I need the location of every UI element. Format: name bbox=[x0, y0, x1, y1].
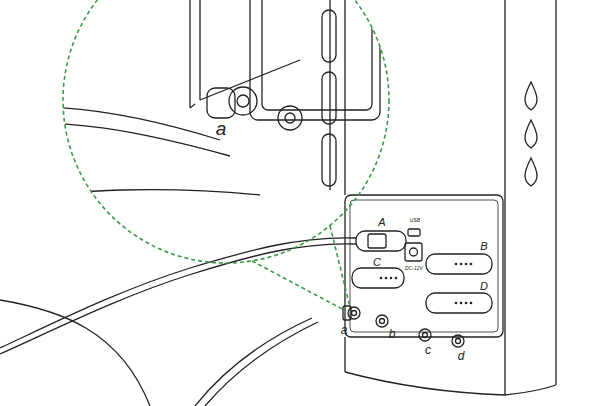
port-marking: USB bbox=[410, 218, 420, 223]
port-label: D bbox=[480, 281, 488, 292]
port-label: a bbox=[216, 119, 227, 138]
port-label: d bbox=[458, 350, 465, 362]
port-label: c bbox=[425, 344, 431, 356]
zoom-callout bbox=[0, 0, 389, 311]
rca-jacks bbox=[343, 306, 464, 347]
cable bbox=[0, 238, 356, 406]
port-marking: DC-12V bbox=[405, 266, 423, 271]
port-label: a bbox=[341, 324, 348, 336]
port-label: A bbox=[378, 217, 385, 228]
port-label: b bbox=[389, 328, 396, 340]
port-label: B bbox=[480, 241, 487, 252]
device-body bbox=[322, 0, 556, 395]
back-panel bbox=[345, 195, 503, 337]
port-label: C bbox=[373, 257, 381, 268]
